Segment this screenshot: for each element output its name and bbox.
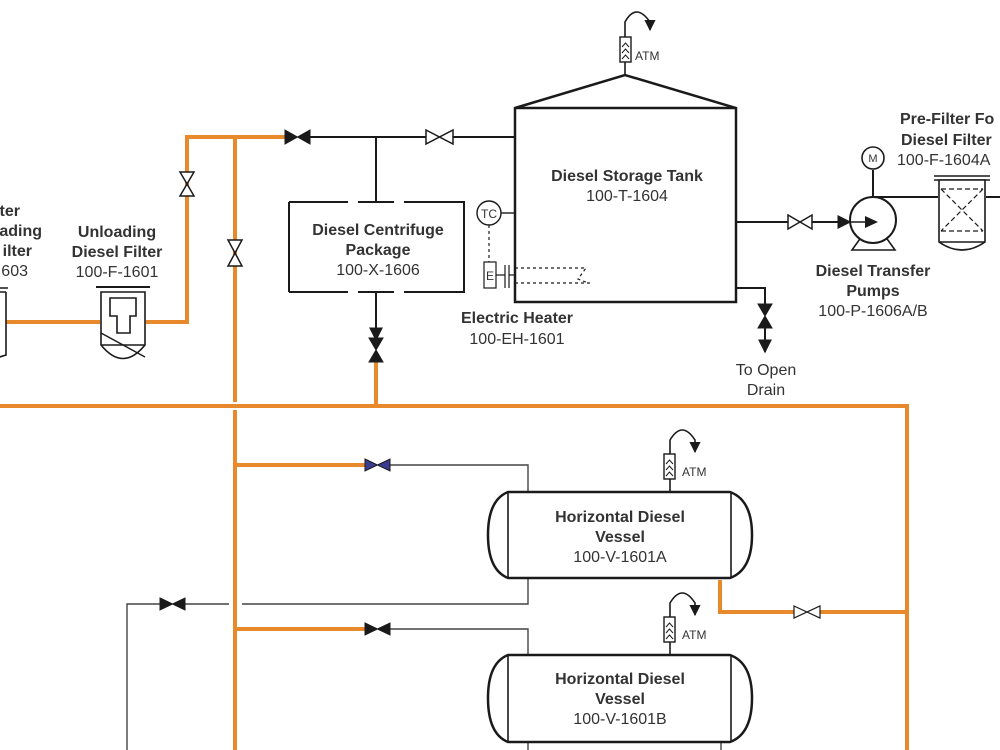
heater-tag: 100-EH-1601 (469, 331, 564, 348)
prefilter-tag: 100-F-1604A (897, 152, 991, 169)
left-filter-tag: 603 (1, 263, 28, 280)
pipe-vessel-b-bottom[interactable] (527, 742, 722, 750)
pipe-header-horizontal[interactable] (0, 404, 909, 750)
open-drain: To Open Drain (736, 362, 796, 399)
pipe-vessel-a-top[interactable] (390, 464, 529, 492)
transfer-pump[interactable]: M Diesel Transfer Pumps 100-P-1606A/B (816, 146, 931, 320)
motor-label: M (868, 153, 877, 165)
vessel-b-vent-label: ATM (682, 628, 706, 642)
valve-vessel-b-inlet-closed[interactable] (364, 622, 391, 636)
secondary-pipes (126, 136, 1000, 750)
left-filter-line1: ter (0, 203, 20, 220)
pump-line1: Diesel Transfer (816, 263, 931, 280)
storage-tank[interactable]: Diesel Storage Tank 100-T-1604 (513, 73, 738, 304)
valve-main-riser-open[interactable] (226, 239, 244, 267)
tank-name: Diesel Storage Tank (551, 168, 703, 185)
vessel-b-vent[interactable]: ATM (663, 592, 706, 655)
valve-filter-riser-open[interactable] (178, 171, 196, 197)
left-filter[interactable]: ter ading ilter 603 (0, 203, 42, 360)
tank-vent-label: ATM (635, 49, 659, 63)
left-filter-line2: ading (0, 223, 42, 240)
unloading-filter-line2: Diesel Filter (72, 244, 163, 261)
pipe-return-left[interactable] (126, 603, 160, 750)
vent-arrow-icon (669, 429, 701, 454)
vessel-b[interactable]: Horizontal Diesel Vessel 100-V-1601B (486, 653, 754, 744)
unloading-filter-tag: 100-F-1601 (76, 264, 159, 281)
heater-name: Electric Heater (461, 310, 573, 327)
valve-vessel-a-outlet-open[interactable] (793, 605, 821, 619)
pump-line2: Pumps (846, 283, 899, 300)
unloading-filter[interactable]: Unloading Diesel Filter 100-F-1601 (72, 224, 163, 360)
pipe-vessel-b-top[interactable] (390, 628, 529, 655)
vessel-a-vent[interactable]: ATM (663, 429, 706, 492)
vessel-b-line2: Vessel (595, 691, 645, 708)
valve-pump-suction-open[interactable] (787, 213, 813, 231)
unloading-filter-line1: Unloading (78, 224, 156, 241)
vessel-a-body (486, 490, 754, 580)
vessel-a-tag: 100-V-1601A (573, 549, 667, 566)
vessel-a-line1: Horizontal Diesel (555, 509, 685, 526)
prefilter-line1: Pre-Filter Fo (900, 111, 994, 128)
vessel-a-line2: Vessel (595, 529, 645, 546)
drain-line2: Drain (747, 382, 785, 399)
tank-tag: 100-T-1604 (586, 188, 668, 205)
valve-drain-closed[interactable] (757, 303, 773, 329)
main-pipes (0, 135, 909, 750)
drain-line1: To Open (736, 362, 796, 379)
temperature-controller[interactable]: TC (476, 200, 515, 262)
valves (159, 128, 821, 636)
pipe-unloading-filter-outlet[interactable] (146, 135, 285, 324)
vessel-a-vent-label: ATM (682, 465, 706, 479)
valve-tank-inlet-open[interactable] (425, 128, 454, 146)
prefilter-line2: Diesel Filter (901, 132, 992, 149)
pump-tag: 100-P-1606A/B (818, 303, 927, 320)
tc-label: TC (481, 207, 497, 221)
centrifuge-tag: 100-X-1606 (336, 262, 420, 279)
heater-e-label: E (486, 269, 494, 283)
vent-arrow-icon (669, 592, 701, 617)
valve-centrifuge-return-closed[interactable] (368, 337, 384, 363)
centrifuge-line2: Package (346, 242, 411, 259)
valve-vessel-a-inlet-highlighted[interactable] (364, 458, 391, 472)
tank-body (513, 73, 738, 304)
centrifuge-line1: Diesel Centrifuge (312, 222, 444, 239)
valve-tank-feed-closed[interactable] (284, 129, 311, 145)
valve-return-closed[interactable] (159, 597, 186, 611)
electric-heater[interactable]: E Electric Heater 100-EH-1601 (461, 261, 590, 348)
prefilter[interactable]: Pre-Filter Fo Diesel Filter 100-F-1604A (897, 111, 994, 251)
pipe-vessel-a-bottom[interactable] (185, 578, 529, 605)
vessel-b-line1: Horizontal Diesel (555, 671, 685, 688)
prefilter-body (938, 179, 986, 251)
pipe-vessel-a-outlet[interactable] (718, 580, 907, 614)
tank-vent[interactable]: ATM (619, 11, 659, 75)
motor-icon (861, 146, 885, 170)
left-filter-line3: ilter (3, 243, 32, 260)
vent-arrow-icon (624, 11, 656, 37)
centrifuge-package[interactable]: Diesel Centrifuge Package 100-X-1606 (288, 201, 465, 293)
vessel-b-tag: 100-V-1601B (573, 711, 666, 728)
filter-element-icon (109, 297, 137, 334)
vessel-a[interactable]: Horizontal Diesel Vessel 100-V-1601A (486, 490, 754, 580)
vessel-b-body (486, 653, 754, 744)
